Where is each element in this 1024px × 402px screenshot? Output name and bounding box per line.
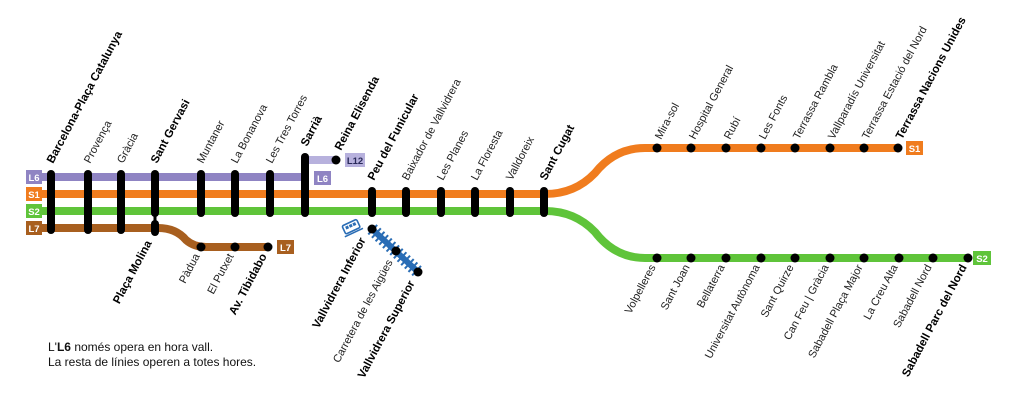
label-floresta: La Floresta bbox=[469, 127, 506, 182]
label-sant-cugat: Sant Cugat bbox=[538, 123, 577, 182]
station-bar-barcelona bbox=[47, 170, 55, 234]
station-dot-rubi bbox=[721, 143, 731, 153]
station-dot-sant-joan bbox=[686, 253, 696, 263]
station-bar-peu-funicular bbox=[368, 187, 376, 217]
station-dot-terrassa-rambla bbox=[790, 143, 800, 153]
label-barcelona: Barcelona-Plaça Catalunya bbox=[45, 29, 125, 166]
station-bar-placa-molina bbox=[151, 220, 159, 236]
label-baixador: Baixador de Vallvidrera bbox=[400, 76, 464, 182]
label-sabadell-parc: Sabadell Parc del Nord bbox=[900, 263, 969, 379]
badge-l7-tibidabo: L7 bbox=[277, 240, 294, 254]
label-bellaterra: Bellaterra bbox=[695, 262, 728, 310]
footnote-rest: només opera en hora vall. bbox=[70, 340, 214, 354]
station-bar-gracia bbox=[117, 170, 125, 234]
station-bar-planes bbox=[437, 187, 445, 217]
line-s1-track bbox=[42, 144, 898, 198]
label-creu-alta: La Creu Alta bbox=[862, 262, 901, 322]
station-dot-reina-elisenda bbox=[331, 155, 341, 165]
footnote-l6: L'L6 només opera en hora vall. bbox=[48, 340, 213, 355]
label-terrassa-nacions: Terrassa Nacions Unides bbox=[894, 15, 969, 141]
station-dot-terrassa-estacio bbox=[859, 143, 869, 153]
station-dot-creu-alta bbox=[894, 253, 904, 263]
station-dot-sabadell-nord bbox=[928, 253, 938, 263]
label-rubi: Rubí bbox=[722, 115, 744, 141]
badge-l6-sarria: L6 bbox=[314, 171, 331, 185]
badge-l6-left: L6 bbox=[26, 170, 42, 184]
station-dot-bellaterra bbox=[721, 253, 731, 263]
svg-text:S1: S1 bbox=[909, 144, 921, 155]
label-terrassa-estacio: Terrassa Estació del Nord bbox=[860, 25, 930, 142]
footnote-line: L6 bbox=[56, 340, 71, 354]
station-bar-muntaner bbox=[197, 170, 205, 217]
station-dot-terrassa-nacions bbox=[893, 143, 903, 153]
station-dot-vallparadis bbox=[825, 143, 835, 153]
station-dot-padua bbox=[196, 242, 206, 252]
station-bar-baixador bbox=[402, 187, 410, 217]
svg-text:S1: S1 bbox=[28, 190, 40, 201]
station-bar-sarria bbox=[301, 153, 309, 217]
station-dot-hospital-general bbox=[686, 143, 696, 153]
station-bar-bonanova bbox=[231, 170, 239, 217]
label-bonanova: La Bonanova bbox=[229, 102, 270, 166]
badge-l7-left: L7 bbox=[26, 221, 42, 235]
funicular-icon bbox=[341, 218, 364, 238]
badge-s1-terrassa: S1 bbox=[906, 141, 923, 155]
svg-text:L6: L6 bbox=[317, 174, 328, 185]
footnote-other-lines: La resta de línies operen a totes hores. bbox=[48, 355, 256, 370]
dot-stations bbox=[196, 143, 973, 277]
label-gracia: Gràcia bbox=[115, 130, 141, 165]
label-mira-sol: Mira-sol bbox=[653, 101, 682, 141]
station-dot-tibidabo bbox=[263, 242, 273, 252]
station-bar-floresta bbox=[471, 187, 479, 217]
label-sant-quirze: Sant Quirze bbox=[759, 263, 797, 320]
label-padua: Pàdua bbox=[177, 251, 203, 285]
footnote-line2: La resta de línies operen a totes hores. bbox=[48, 355, 257, 369]
badge-s2-sabadell: S2 bbox=[973, 251, 991, 265]
badge-s1-left: S1 bbox=[26, 187, 42, 201]
label-placa-molina: Plaça Molina bbox=[111, 238, 155, 306]
station-bar-sant-gervasi bbox=[151, 170, 159, 217]
svg-text:S2: S2 bbox=[976, 254, 988, 265]
station-bar-sant-cugat bbox=[540, 187, 548, 217]
svg-text:L7: L7 bbox=[28, 224, 39, 235]
station-dot-sabadell-parc bbox=[963, 253, 973, 263]
label-valldoreix: Valldoreix bbox=[504, 134, 537, 182]
station-dot-vallvidrera-superior bbox=[413, 267, 423, 277]
label-les-fonts: Les Fonts bbox=[757, 93, 791, 142]
labels-top: Barcelona-Plaça Catalunya Provença Gràci… bbox=[45, 15, 969, 182]
label-putxet: El Putxet bbox=[205, 252, 236, 297]
label-sant-joan: Sant Joan bbox=[659, 263, 693, 312]
station-dot-carretera-aigues bbox=[391, 246, 401, 256]
label-muntaner: Muntaner bbox=[195, 118, 228, 165]
station-dot-sabadell-placa bbox=[859, 253, 869, 263]
label-volpelleres: Volpelleres bbox=[623, 262, 659, 316]
station-bar-provenca bbox=[84, 170, 92, 234]
station-bar-tres-torres bbox=[266, 170, 274, 217]
line-s2-track bbox=[42, 207, 968, 262]
footnote-prefix: L' bbox=[48, 340, 57, 354]
station-dot-putxet bbox=[230, 242, 240, 252]
svg-text:L12: L12 bbox=[347, 156, 363, 167]
label-reina-elisenda: Reina Elisenda bbox=[333, 74, 382, 152]
station-dot-mira-sol bbox=[652, 143, 662, 153]
station-dot-les-fonts bbox=[756, 143, 766, 153]
badge-l12-reina: L12 bbox=[345, 153, 365, 167]
transfer-link-gervasi-molina bbox=[153, 214, 157, 222]
badge-s2-left: S2 bbox=[26, 204, 42, 218]
station-dot-volpelleres bbox=[652, 253, 662, 263]
station-bar-valldoreix bbox=[506, 187, 514, 217]
station-dot-uab bbox=[756, 253, 766, 263]
svg-text:L7: L7 bbox=[280, 243, 291, 254]
station-dot-can-feu bbox=[825, 253, 835, 263]
station-dot-vallvidrera-inferior bbox=[367, 224, 377, 234]
label-sant-gervasi: Sant Gervasi bbox=[149, 98, 193, 166]
svg-text:S2: S2 bbox=[28, 207, 40, 218]
trunk-station-bars bbox=[47, 153, 548, 236]
svg-text:L6: L6 bbox=[28, 173, 39, 184]
label-sarria: Sarrià bbox=[299, 113, 325, 148]
station-dot-sant-quirze bbox=[790, 253, 800, 263]
label-provenca: Provença bbox=[82, 118, 115, 165]
label-planes: Les Planes bbox=[435, 128, 471, 182]
